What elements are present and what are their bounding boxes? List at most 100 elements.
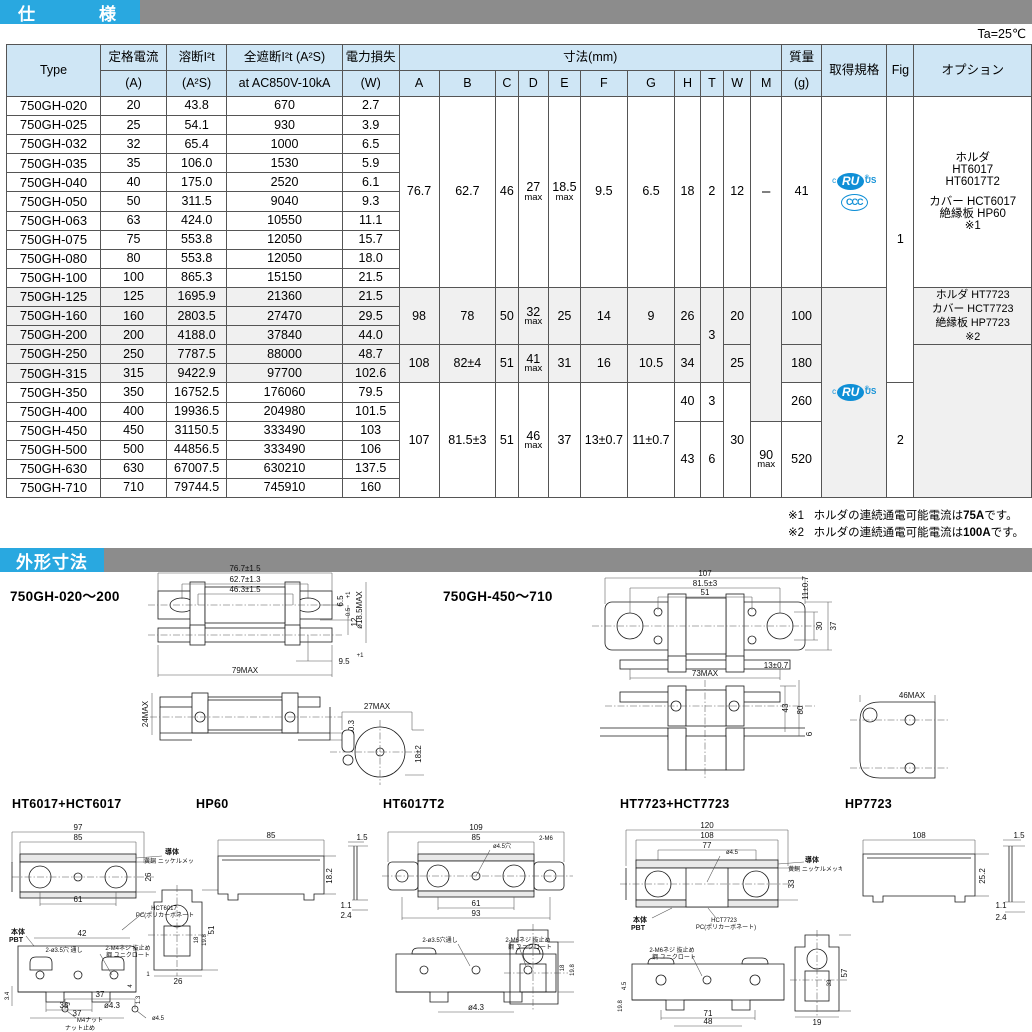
fig2-title: 750GH-450～710: [443, 589, 553, 604]
specification-table-wrap: Type 定格電流 溶断I²t 全遮断I²t (A²S) 電力損失 寸法(mm)…: [5, 44, 1032, 498]
col-dimensions-group: 寸法(mm): [398, 44, 783, 71]
acc5-dim-1-5-text: 1.5: [1013, 831, 1025, 840]
col-mass-label: 質量: [789, 49, 815, 64]
footnote-2: ※2 ホルダの連続通電可能電流は100Aです。: [788, 525, 1024, 542]
table-row: 750GH-035 35 106.0 1530 5.9: [5, 153, 1032, 174]
dim-d-note: max: [524, 315, 543, 327]
acc5-dim-25-2-text: 25.2: [978, 868, 987, 884]
ambient-temperature-note: Ta=25℃: [977, 27, 1026, 41]
acc2-dim-2-4-text: 2.4: [340, 911, 352, 920]
cell-current: 450: [100, 420, 168, 441]
fig2-dim-80-text: 80: [796, 705, 805, 714]
cell-mass: 180: [780, 344, 823, 384]
acc1-drawing: 97 85 26 61 導体 黄銅 ニッケルメッキ HCT6017 PC(ポ: [5, 823, 194, 1019]
acc1-bottom-detail: 37 M4ナット ø4.5 ナット止め: [61, 990, 165, 1032]
cell-current: 50: [100, 191, 168, 212]
cell-total: 15150: [226, 267, 343, 288]
table-row: 750GH-450 450 31150.5 333490 103 43 6 90…: [5, 420, 1032, 498]
acc5-title: HP7723: [845, 797, 892, 811]
acc4-dim-120-text: 120: [700, 821, 714, 830]
col-rated-current: 定格電流: [100, 44, 168, 71]
cell-melting: 175.0: [166, 172, 228, 193]
cell-total: 630210: [226, 458, 343, 479]
specification-table: Type 定格電流 溶断I²t 全遮断I²t (A²S) 電力損失 寸法(mm)…: [5, 44, 1032, 498]
footnote-1-text-a: ホルダの連続通電可能電流は: [813, 510, 964, 522]
cell-total: 9040: [226, 191, 343, 212]
fig1-dim-62-7: 62.7±1.3: [181, 575, 309, 599]
cell-dim-f: 16: [579, 344, 628, 384]
fig2-drawing: 107 81.5±3 51 37 30 11±0.7: [592, 569, 838, 778]
cell-melting: 9422.9: [166, 363, 228, 384]
acc1-dim-61-text: 61: [74, 895, 83, 904]
table-row: 750GH-075 75 553.8 12050 15.7: [5, 229, 1032, 250]
fig2-top-view: [592, 593, 818, 673]
cell-type: 750GH-020: [5, 95, 102, 117]
cell-total: 333490: [226, 439, 343, 460]
col-standards: 取得規格: [821, 44, 888, 97]
acc4-dim-71-text: 71: [704, 1009, 713, 1018]
fig1-dim-12-text: 12: [350, 617, 359, 626]
acc2-drawing: 85 18.2 1.5 1.1 2.4: [217, 831, 368, 920]
acc3-dim-85-text: 85: [472, 833, 481, 842]
footnote-1-text-b: です。: [984, 510, 1018, 522]
col-option: オプション: [913, 44, 1032, 97]
table-row: 750GH-160 160 2803.5 27470 29.5: [5, 306, 1032, 327]
cell-loss: 79.5: [341, 382, 400, 403]
fig2-dim-13: 13±0.7: [744, 659, 789, 670]
cell-type: 750GH-200: [5, 325, 102, 346]
footnote-2-value: 100A: [963, 526, 991, 539]
acc1-note-body: 本体: [10, 927, 26, 936]
cell-loss: 48.7: [341, 344, 400, 365]
option-footnote-2-ref: ※2: [965, 331, 981, 344]
cell-melting: 311.5: [166, 191, 228, 212]
dim-d-note: max: [524, 439, 543, 451]
cell-dim-b: 81.5±3: [438, 382, 497, 498]
cell-type: 750GH-063: [5, 210, 102, 231]
cell-melting: 106.0: [166, 153, 228, 174]
fig1-drawing: 76.7±1.5 62.7±1.3 46.3±1.5 6.5 +1 -0.5 1…: [141, 565, 367, 741]
cell-option: ホルダ HT6017 HT6017T2 カバー HCT6017 絶縁板 HP60…: [913, 96, 1032, 288]
cell-type: 750GH-032: [5, 134, 102, 155]
ul-ru-glyph: RU: [837, 381, 869, 401]
cell-melting: 79744.5: [166, 477, 228, 498]
table-row: 750GH-040 40 175.0 2520 6.1: [5, 172, 1032, 193]
acc3-dim-19-8-text: 19.8: [570, 964, 576, 976]
ul-ru-glyph: RU: [837, 170, 869, 190]
cell-current: 40: [100, 172, 168, 193]
cell-current: 315: [100, 363, 168, 384]
cell-melting: 19936.5: [166, 401, 228, 422]
table-row: 750GH-020 20 43.8 670 2.7 76.7 62.7 46 2…: [5, 95, 1032, 384]
fig2-dim-81-5-text: 81.5±3: [693, 579, 718, 588]
cell-melting: 553.8: [166, 229, 228, 250]
fig1-end-view: 27MAX 18±2: [330, 702, 424, 785]
acc1-dim-18-text: 18: [194, 936, 200, 943]
spec-section-title: 仕 様: [0, 0, 140, 24]
cell-standards: c RU US CCC: [821, 96, 888, 288]
cell-current: 400: [100, 401, 168, 422]
fig1-side-view: 24MAX 2±0.3: [141, 692, 356, 741]
option-footnote-1-ref: ※1: [964, 220, 981, 233]
option-holder-label: ホルダ: [955, 151, 990, 164]
col-dim-h: H: [674, 70, 701, 97]
cell-fig: 2: [886, 382, 915, 498]
col-rated-current-unit: (A): [100, 70, 168, 97]
acc4-dim-4-5-text: 4.5: [622, 981, 628, 990]
dim-d-value: 27: [526, 180, 541, 195]
cell-melting: 7787.5: [166, 344, 228, 365]
cell-loss: 6.5: [341, 134, 400, 155]
fig1-dim-76-7-text: 76.7±1.5: [229, 565, 261, 573]
fig1-dim-79max: 79MAX: [157, 645, 333, 677]
fig2-dim-30-text: 30: [815, 621, 824, 630]
cell-loss: 9.3: [341, 191, 400, 212]
cell-dim-m: –: [750, 96, 782, 288]
acc3-title: HT6017T2: [383, 797, 445, 811]
cell-total: 930: [226, 115, 343, 136]
cell-dim-b: 62.7: [438, 96, 497, 288]
header-row-2: (A) (A²S) at AC850V-10kA (W) A B C D E F…: [7, 70, 1032, 97]
cell-total: 97700: [226, 363, 343, 384]
col-dim-e: E: [548, 70, 581, 97]
acc1-dim-4-text: 4: [128, 984, 134, 988]
cell-dim-t: 2: [699, 96, 724, 288]
cell-type: 750GH-080: [5, 248, 102, 269]
cell-total: 37840: [226, 325, 343, 346]
